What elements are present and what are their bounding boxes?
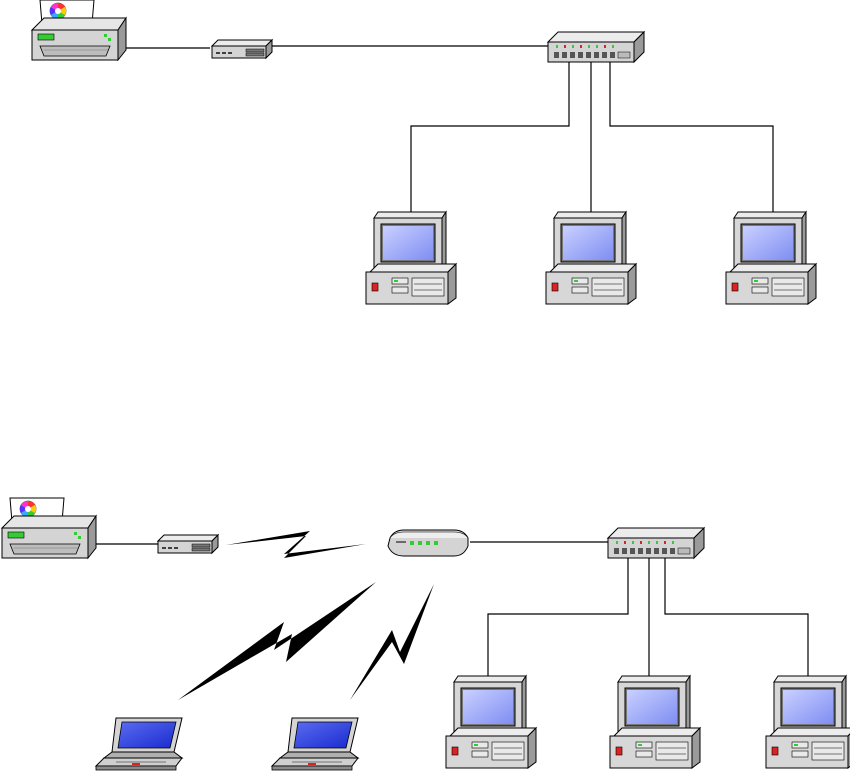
switch-icon — [608, 528, 704, 558]
wireless-signal-icon — [350, 584, 434, 700]
printer-icon — [32, 0, 126, 60]
link-switch-to-desktop-6 — [665, 556, 808, 690]
laptop-icon — [96, 718, 182, 770]
wired-network — [32, 0, 816, 304]
desktop-computer-icon — [366, 212, 456, 304]
wireless-network-links — [86, 542, 808, 690]
access-point-icon — [388, 530, 468, 556]
switch-icon — [548, 32, 644, 62]
link-switch-to-desktop-4 — [488, 556, 628, 690]
wired-network-links — [124, 46, 773, 212]
wireless-signal-icon — [178, 582, 376, 700]
link-switch-to-desktop-1 — [411, 60, 569, 212]
print-server-icon — [158, 535, 218, 553]
desktop-computer-icon — [610, 676, 700, 768]
wireless-network — [2, 498, 850, 770]
desktop-computer-icon — [446, 676, 536, 768]
desktop-computer-icon — [546, 212, 636, 304]
desktop-computer-icon — [726, 212, 816, 304]
wireless-signal-icon — [226, 531, 366, 558]
printer-icon — [2, 498, 96, 558]
link-switch-to-desktop-3 — [610, 60, 773, 212]
print-server-icon — [212, 40, 272, 58]
desktop-computer-icon — [766, 676, 850, 768]
laptop-icon — [272, 718, 358, 770]
